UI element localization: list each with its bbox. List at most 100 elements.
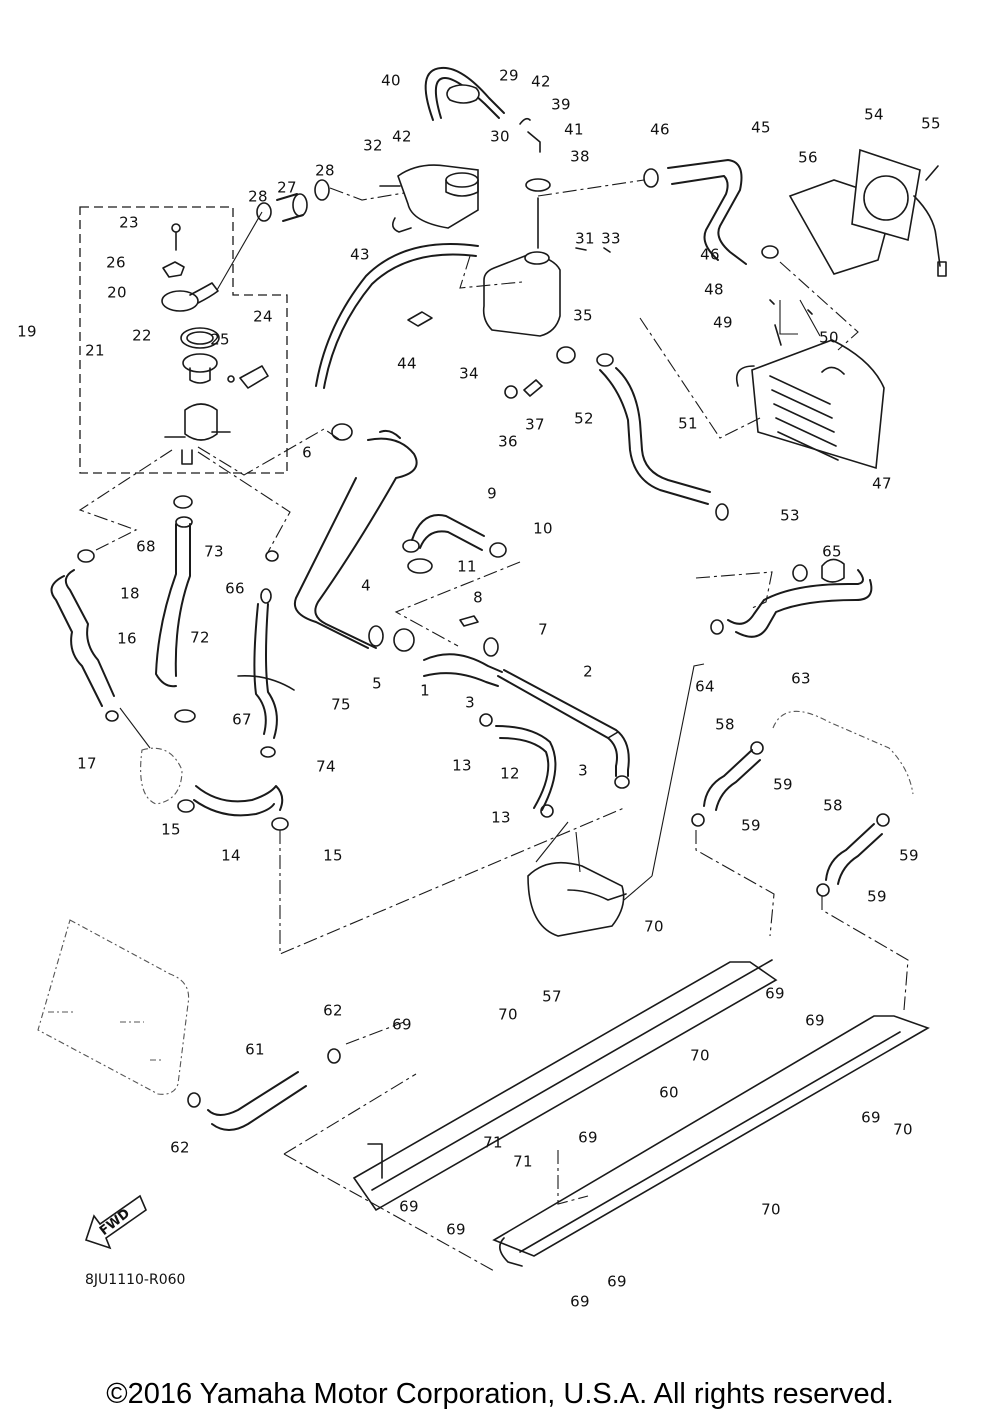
part-callout-69[interactable]: 69 <box>861 1108 881 1127</box>
part-callout-67[interactable]: 67 <box>232 710 252 729</box>
part-callout-7[interactable]: 7 <box>538 620 548 639</box>
part-callout-71[interactable]: 71 <box>483 1133 503 1152</box>
part-callout-50[interactable]: 50 <box>819 328 839 347</box>
part-callout-75[interactable]: 75 <box>331 695 351 714</box>
part-callout-15[interactable]: 15 <box>323 846 343 865</box>
part-callout-72[interactable]: 72 <box>190 628 210 647</box>
part-callout-44[interactable]: 44 <box>397 354 417 373</box>
part-callout-48[interactable]: 48 <box>704 280 724 299</box>
part-callout-53[interactable]: 53 <box>780 506 800 525</box>
part-callout-9[interactable]: 9 <box>487 484 497 503</box>
part-callout-14[interactable]: 14 <box>221 846 241 865</box>
part-callout-69[interactable]: 69 <box>607 1272 627 1291</box>
part-callout-19[interactable]: 19 <box>17 322 37 341</box>
part-callout-3[interactable]: 3 <box>465 693 475 712</box>
part-callout-35[interactable]: 35 <box>573 306 593 325</box>
part-callout-54[interactable]: 54 <box>864 105 884 124</box>
part-callout-13[interactable]: 13 <box>491 808 511 827</box>
part-callout-69[interactable]: 69 <box>446 1220 466 1239</box>
part-callout-56[interactable]: 56 <box>798 148 818 167</box>
part-callout-37[interactable]: 37 <box>525 415 545 434</box>
part-callout-12[interactable]: 12 <box>500 764 520 783</box>
part-callout-1[interactable]: 1 <box>420 681 430 700</box>
part-callout-42[interactable]: 42 <box>392 127 412 146</box>
part-callout-3[interactable]: 3 <box>578 761 588 780</box>
part-callout-69[interactable]: 69 <box>392 1015 412 1034</box>
part-callout-16[interactable]: 16 <box>117 629 137 648</box>
part-callout-22[interactable]: 22 <box>132 326 152 345</box>
part-callout-69[interactable]: 69 <box>570 1292 590 1311</box>
part-callout-70[interactable]: 70 <box>644 917 664 936</box>
part-callout-70[interactable]: 70 <box>893 1120 913 1139</box>
part-callout-31[interactable]: 31 <box>575 229 595 248</box>
part-callout-51[interactable]: 51 <box>678 414 698 433</box>
part-callout-26[interactable]: 26 <box>106 253 126 272</box>
part-callout-59[interactable]: 59 <box>867 887 887 906</box>
part-callout-34[interactable]: 34 <box>459 364 479 383</box>
part-callout-57[interactable]: 57 <box>542 987 562 1006</box>
part-callout-23[interactable]: 23 <box>119 213 139 232</box>
part-callout-43[interactable]: 43 <box>350 245 370 264</box>
part-callout-70[interactable]: 70 <box>498 1005 518 1024</box>
part-callout-42[interactable]: 42 <box>531 72 551 91</box>
part-callout-8[interactable]: 8 <box>473 588 483 607</box>
part-callout-65[interactable]: 65 <box>822 542 842 561</box>
part-callout-29[interactable]: 29 <box>499 66 519 85</box>
part-callout-17[interactable]: 17 <box>77 754 97 773</box>
part-callout-28[interactable]: 28 <box>248 187 268 206</box>
part-callout-2[interactable]: 2 <box>583 662 593 681</box>
part-callout-32[interactable]: 32 <box>363 136 383 155</box>
part-callout-10[interactable]: 10 <box>533 519 553 538</box>
part-callout-74[interactable]: 74 <box>316 757 336 776</box>
part-callout-62[interactable]: 62 <box>170 1138 190 1157</box>
part-callout-5[interactable]: 5 <box>372 674 382 693</box>
part-callout-59[interactable]: 59 <box>899 846 919 865</box>
part-callout-59[interactable]: 59 <box>741 816 761 835</box>
part-callout-69[interactable]: 69 <box>578 1128 598 1147</box>
part-callout-61[interactable]: 61 <box>245 1040 265 1059</box>
part-callout-24[interactable]: 24 <box>253 307 273 326</box>
part-callout-73[interactable]: 73 <box>204 542 224 561</box>
part-callout-11[interactable]: 11 <box>457 557 477 576</box>
part-callout-58[interactable]: 58 <box>823 796 843 815</box>
part-callout-36[interactable]: 36 <box>498 432 518 451</box>
part-callout-39[interactable]: 39 <box>551 95 571 114</box>
part-callout-64[interactable]: 64 <box>695 677 715 696</box>
part-callout-70[interactable]: 70 <box>690 1046 710 1065</box>
part-callout-4[interactable]: 4 <box>361 576 371 595</box>
part-callout-47[interactable]: 47 <box>872 474 892 493</box>
part-callout-21[interactable]: 21 <box>85 341 105 360</box>
part-callout-15[interactable]: 15 <box>161 820 181 839</box>
part-callout-69[interactable]: 69 <box>805 1011 825 1030</box>
part-callout-20[interactable]: 20 <box>107 283 127 302</box>
part-callout-13[interactable]: 13 <box>452 756 472 775</box>
part-callout-68[interactable]: 68 <box>136 537 156 556</box>
part-callout-69[interactable]: 69 <box>399 1197 419 1216</box>
part-callout-30[interactable]: 30 <box>490 127 510 146</box>
part-callout-46[interactable]: 46 <box>650 120 670 139</box>
part-callout-63[interactable]: 63 <box>791 669 811 688</box>
part-callout-60[interactable]: 60 <box>659 1083 679 1102</box>
part-callout-69[interactable]: 69 <box>765 984 785 1003</box>
part-callout-45[interactable]: 45 <box>751 118 771 137</box>
part-callout-49[interactable]: 49 <box>713 313 733 332</box>
part-callout-55[interactable]: 55 <box>921 114 941 133</box>
part-callout-27[interactable]: 27 <box>277 178 297 197</box>
part-callout-46[interactable]: 46 <box>700 245 720 264</box>
part-callout-62[interactable]: 62 <box>323 1001 343 1020</box>
part-callout-25[interactable]: 25 <box>210 330 230 349</box>
part-callout-33[interactable]: 33 <box>601 229 621 248</box>
part-callout-18[interactable]: 18 <box>120 584 140 603</box>
part-callout-66[interactable]: 66 <box>225 579 245 598</box>
part-callout-38[interactable]: 38 <box>570 147 590 166</box>
part-callout-28[interactable]: 28 <box>315 161 335 180</box>
part-callout-59[interactable]: 59 <box>773 775 793 794</box>
part-callout-41[interactable]: 41 <box>564 120 584 139</box>
part-callout-70[interactable]: 70 <box>761 1200 781 1219</box>
part-callout-40[interactable]: 40 <box>381 71 401 90</box>
part-callout-58[interactable]: 58 <box>715 715 735 734</box>
part-callout-6[interactable]: 6 <box>302 443 312 462</box>
part-callout-52[interactable]: 52 <box>574 409 594 428</box>
part-callout-71[interactable]: 71 <box>513 1152 533 1171</box>
